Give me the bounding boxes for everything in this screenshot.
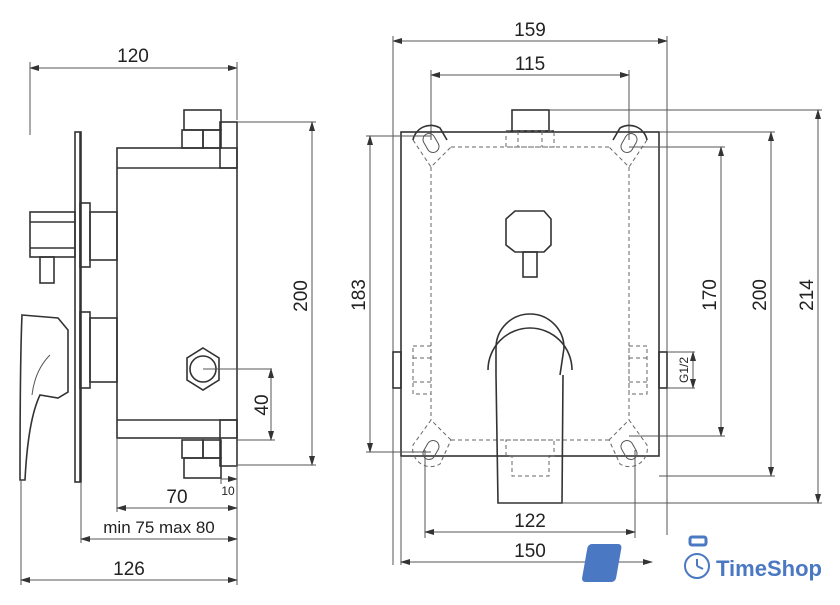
dim-mount-spacing-top: 115 xyxy=(515,54,545,75)
dim-body-width: 150 xyxy=(514,541,546,562)
dim-plate-height: 200 xyxy=(750,279,771,311)
dim-overall-depth: 126 xyxy=(113,559,145,580)
dim-fitting-offset: 10 xyxy=(221,484,235,498)
logo-text: TimeShop xyxy=(716,556,822,581)
clock-bag-icon xyxy=(582,535,710,582)
dim-mount-spacing-vertical: 170 xyxy=(700,279,721,311)
dim-body-height: 183 xyxy=(349,279,370,311)
mount-lug-bl xyxy=(412,419,452,468)
thread-spec: G1/2 xyxy=(677,357,691,383)
dim-inlet-offset: 40 xyxy=(252,394,273,415)
mount-lug-br xyxy=(608,419,648,468)
dim-height: 200 xyxy=(291,280,312,312)
dim-top-width: 120 xyxy=(117,46,149,67)
dim-install-depth: min 75 max 80 xyxy=(103,518,215,537)
front-view: 159 115 xyxy=(349,20,822,565)
dim-overall-height: 214 xyxy=(797,279,818,311)
timeshop-logo[interactable]: TimeShop xyxy=(581,535,822,582)
mount-lug-tr xyxy=(608,124,648,168)
dim-body-depth: 70 xyxy=(166,487,187,508)
dim-overall-width: 159 xyxy=(514,20,546,41)
side-view: 120 2 xyxy=(19,46,316,585)
dim-mount-spacing-bottom: 122 xyxy=(514,511,546,532)
